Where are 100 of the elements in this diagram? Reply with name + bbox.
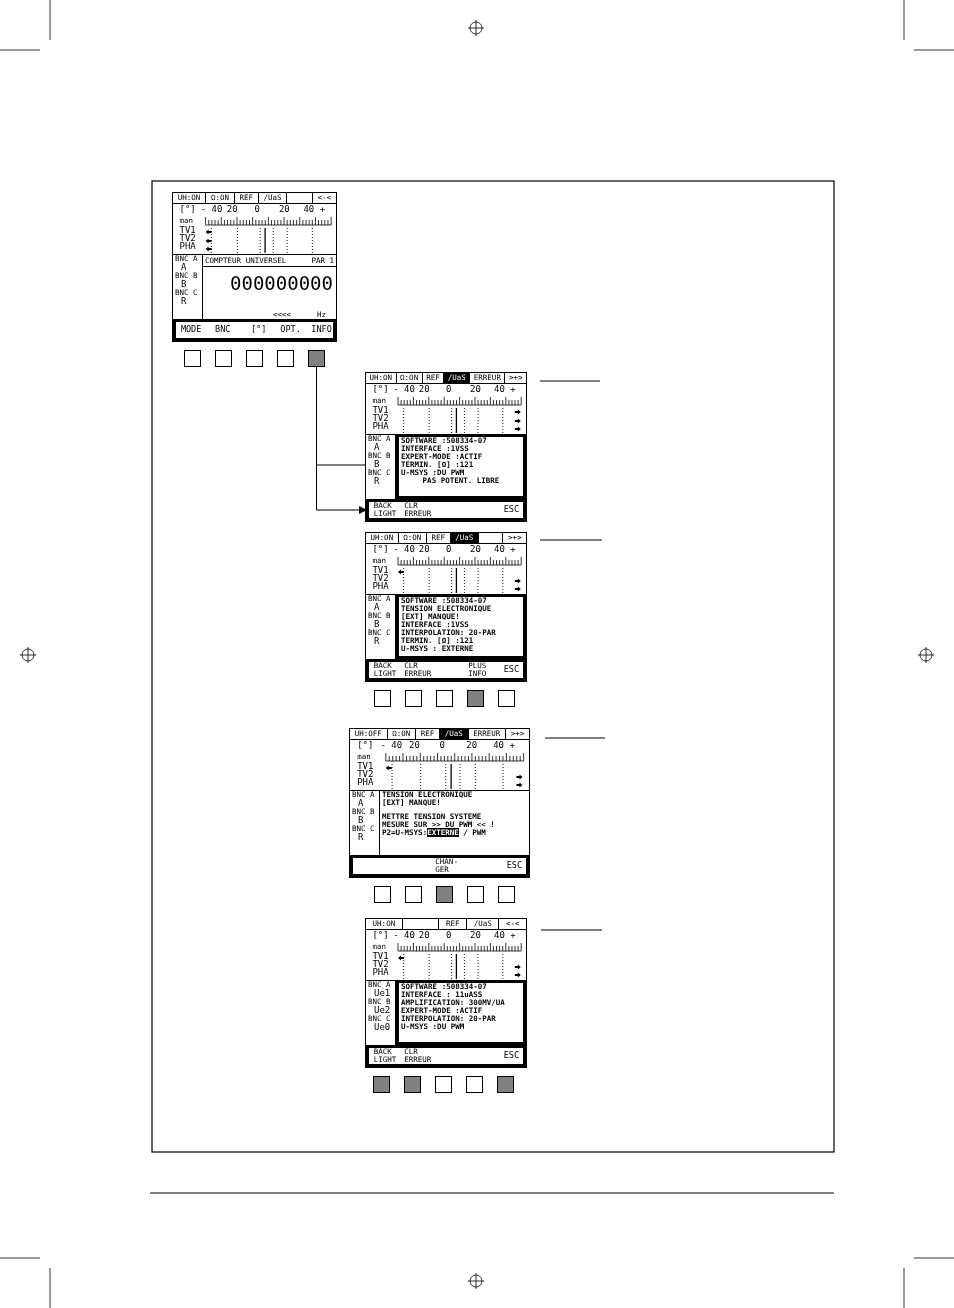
channel-label: A <box>357 799 365 808</box>
channel-label: R <box>373 477 381 486</box>
scale-label: 20 <box>418 385 430 394</box>
softkey-label: ESC <box>506 861 522 870</box>
lcd-screen <box>365 918 527 1068</box>
softkey-label: BNC <box>215 325 231 334</box>
function-key <box>435 1076 452 1093</box>
status-bar <box>350 729 529 740</box>
channel-label: R <box>373 637 381 646</box>
scale-label: PHA <box>372 422 389 431</box>
scale-label: 20 <box>466 741 478 750</box>
scale-label: TV1 <box>372 406 389 415</box>
status-bar <box>366 533 526 544</box>
softkey-label: INFO <box>311 325 332 334</box>
function-key <box>405 690 422 707</box>
channel-label: R <box>180 297 188 306</box>
scale-label: PHA <box>357 778 374 787</box>
scale-label: TV2 <box>357 770 374 779</box>
scale-label: - 40 <box>393 385 415 394</box>
softkey-label: [°] <box>250 325 267 334</box>
softkey-bar <box>173 319 336 341</box>
scale-label: 20 <box>470 931 481 940</box>
scale-label: PHA <box>372 582 389 591</box>
softkey-bar <box>366 659 526 681</box>
channel-label: B <box>373 620 381 629</box>
scale-label: 20 <box>226 205 238 214</box>
scale-label: - 40 <box>393 545 415 554</box>
function-key <box>374 886 391 903</box>
lcd-screen <box>365 532 527 682</box>
status-bar <box>366 373 526 384</box>
scale-label: 40 + <box>494 545 516 554</box>
function-key <box>466 1076 483 1093</box>
function-key <box>436 690 453 707</box>
channel-label: R <box>357 833 365 842</box>
scale-label: 20 <box>409 741 420 750</box>
channel-label: A <box>373 443 381 452</box>
scale-label: [°] <box>357 741 374 750</box>
scale-label: 0 <box>254 205 260 214</box>
status-bar <box>173 193 336 204</box>
scale-label: TV1 <box>372 566 389 575</box>
function-key <box>374 690 391 707</box>
scale-label: 0 <box>439 741 445 750</box>
info-panel <box>396 434 526 499</box>
channel-label: B <box>373 460 381 469</box>
function-key <box>184 350 201 367</box>
function-key <box>497 1076 514 1093</box>
scale-label: 0 <box>446 931 452 940</box>
scale-label: [°] <box>179 205 196 214</box>
channel-label: A <box>180 263 188 272</box>
scale-label: TV1 <box>372 952 389 961</box>
scale-label: 20 <box>470 545 481 554</box>
softkey-label: ESC <box>503 1051 519 1060</box>
scale-label: 40 + <box>303 205 326 214</box>
softkey-label: ESC <box>503 505 519 514</box>
scale-label: 40 + <box>494 931 516 940</box>
function-key <box>498 886 515 903</box>
softkey-bar <box>366 1045 526 1067</box>
display-text: 000000000 <box>230 273 333 293</box>
function-key <box>308 350 325 367</box>
scale-label: 20 <box>418 931 430 940</box>
scale-label: 20 <box>418 545 430 554</box>
function-key <box>373 1076 390 1093</box>
function-key <box>404 1076 421 1093</box>
channel-label: Ue2 <box>373 1006 392 1015</box>
function-key <box>467 886 484 903</box>
scale-label: 40 + <box>494 385 516 394</box>
scale-label: - 40 <box>200 205 223 214</box>
lcd-screen <box>349 728 530 878</box>
scale-label: TV1 <box>357 762 374 771</box>
scale-label: TV2 <box>372 574 389 583</box>
scale-label: - 40 <box>393 931 415 940</box>
lcd-screen <box>365 372 527 522</box>
scale-label: PHA <box>372 968 389 977</box>
function-key <box>498 690 515 707</box>
scale-label: TV2 <box>372 414 389 423</box>
softkey-label: ESC <box>503 665 519 674</box>
scale-label: PHA <box>179 242 196 251</box>
function-key <box>215 350 232 367</box>
scale-label: 0 <box>446 545 452 554</box>
scale-label: [°] <box>372 385 389 394</box>
scale-label: TV2 <box>372 960 389 969</box>
scale-label: [°] <box>372 545 389 554</box>
softkey-bar <box>350 855 529 877</box>
scale-label: TV2 <box>179 234 196 243</box>
channel-label: A <box>373 603 381 612</box>
channel-label: Ue1 <box>373 989 392 998</box>
function-key <box>467 690 484 707</box>
channel-label: B <box>180 280 188 289</box>
scale-label: 20 <box>278 205 290 214</box>
info-panel <box>396 980 526 1045</box>
function-key <box>246 350 263 367</box>
scale-label: 20 <box>470 385 481 394</box>
lcd-screen <box>172 192 337 342</box>
scale-label: 40 + <box>493 741 515 750</box>
softkey-bar <box>366 499 526 521</box>
scale-label: 0 <box>446 385 452 394</box>
scale-label: - 40 <box>380 741 403 750</box>
scale-label: TV1 <box>179 226 196 235</box>
softkey-label: MODE <box>180 325 202 334</box>
function-key <box>436 886 453 903</box>
